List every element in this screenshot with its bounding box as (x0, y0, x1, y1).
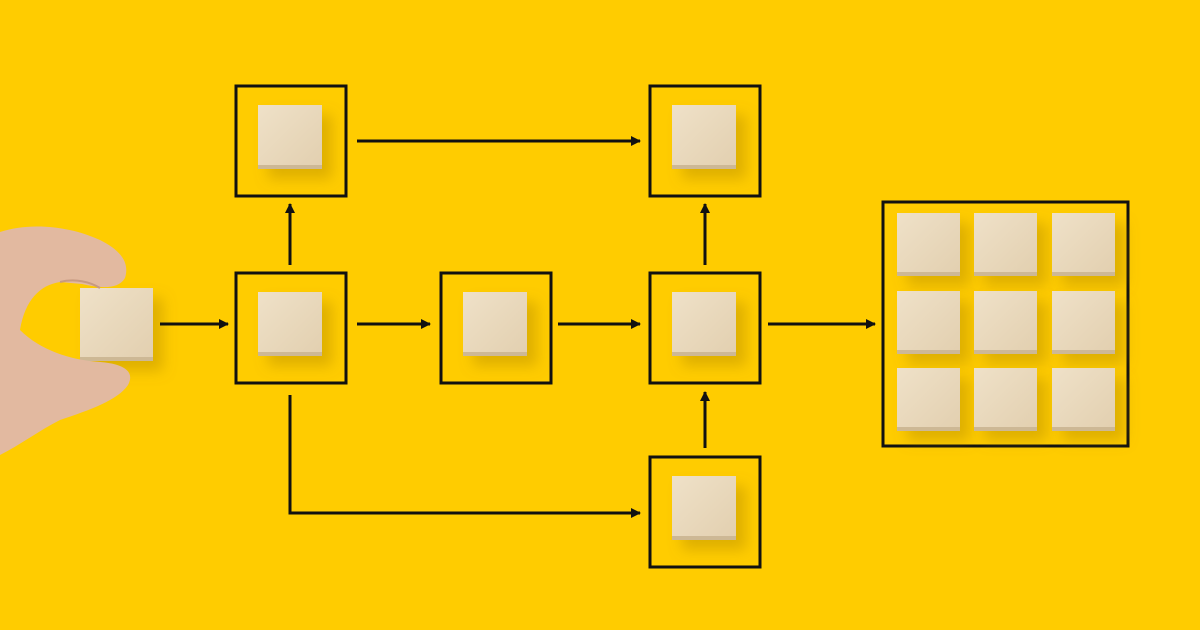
block-edge (897, 272, 960, 276)
node-b-block (258, 292, 322, 356)
block-edge (672, 352, 736, 356)
result-grid-frame (881, 200, 1130, 448)
result-grid-block (897, 213, 960, 276)
block-face (672, 476, 736, 540)
block-face (897, 368, 960, 431)
node-d-block (672, 105, 736, 169)
block-face (258, 105, 322, 169)
node-f-frame (648, 455, 762, 569)
block-face (258, 292, 322, 356)
block-face (672, 292, 736, 356)
block-edge (1052, 272, 1115, 276)
result-grid-block (974, 368, 1037, 431)
block-edge (897, 427, 960, 431)
block-edge (974, 272, 1037, 276)
block-edge (463, 352, 527, 356)
start-block (80, 288, 153, 361)
block-edge (974, 427, 1037, 431)
block-face (974, 291, 1037, 354)
block-face (1052, 213, 1115, 276)
block-face (897, 213, 960, 276)
result-grid-block (1052, 368, 1115, 431)
block-edge (1052, 427, 1115, 431)
node-c-block (463, 292, 527, 356)
node-a-block (258, 105, 322, 169)
block-edge (897, 350, 960, 354)
result-grid-block (897, 368, 960, 431)
node-e-block (672, 292, 736, 356)
arrow-b-to-f (288, 395, 641, 518)
block-face (463, 292, 527, 356)
finger-crease (59, 279, 101, 289)
arrows (160, 136, 876, 518)
result-grid-block (1052, 291, 1115, 354)
node-a-frame (234, 84, 348, 198)
result-grid-block (974, 213, 1037, 276)
block-edge (1052, 350, 1115, 354)
block-face (80, 288, 153, 361)
node-e-frame (648, 271, 762, 385)
node-b-frame (234, 271, 348, 385)
node-c-frame (439, 271, 553, 385)
block-edge (672, 165, 736, 169)
block-edge (80, 357, 153, 361)
block-face (974, 368, 1037, 431)
blocks (80, 105, 1115, 540)
node-f-block (672, 476, 736, 540)
block-face (1052, 291, 1115, 354)
block-edge (258, 165, 322, 169)
block-face (897, 291, 960, 354)
node-d-frame (648, 84, 762, 198)
hand-shape (0, 226, 131, 455)
block-edge (974, 350, 1037, 354)
block-edge (258, 352, 322, 356)
result-grid-block (897, 291, 960, 354)
block-face (974, 213, 1037, 276)
block-face (672, 105, 736, 169)
block-edge (672, 536, 736, 540)
hand (0, 226, 131, 455)
frames (234, 84, 1130, 569)
result-grid-block (974, 291, 1037, 354)
block-face (1052, 368, 1115, 431)
result-grid-block (1052, 213, 1115, 276)
